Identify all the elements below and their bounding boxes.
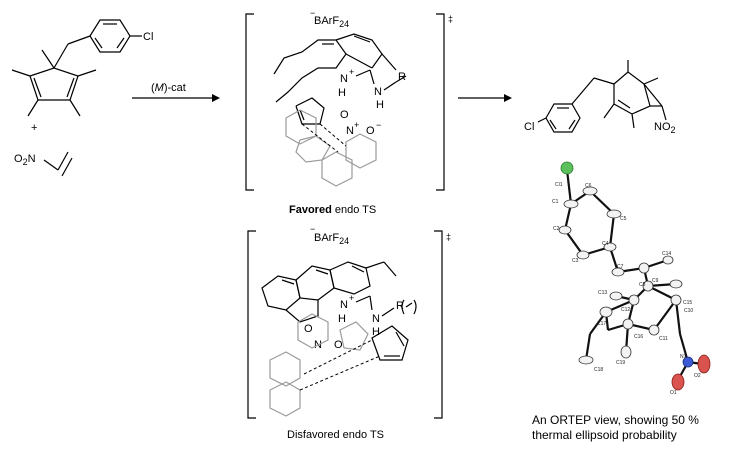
ortep-label-c15: C15 [683,300,692,306]
ortep-label-c5: C5 [620,216,627,222]
ortep-label-c8: C8 [639,282,646,288]
ortep-label-c9: C9 [652,278,659,284]
favored-plus2: + [354,120,359,130]
favored-o1: O [340,109,349,121]
ortep-label-c12: C12 [621,307,630,313]
ortep-label-c7: C7 [617,264,624,270]
favored-dagger: ‡ [448,14,453,24]
disfavored-counterion-charge: − [310,224,315,234]
ortep-label-c16: C16 [634,334,643,340]
atom-c1 [563,199,579,209]
atom-c10 [670,294,682,306]
atom-c13 [609,291,623,301]
reactant-cl-label: Cl [143,31,153,43]
ortep-structure: Cl1 C1 C6 C5 C2 C3 C4 C7 C14 C8 C13 C9 C… [532,161,711,442]
ortep-label-c6: C6 [585,183,592,189]
steric-clash-mark [401,299,417,315]
favored-counterion: BArF24 [314,15,349,29]
atom-o2 [697,354,711,374]
favored-counterion-charge: − [310,8,315,18]
ortep-label-c18: C18 [594,367,603,373]
product-no2-label: NO2 [654,121,676,135]
ortep-label-c11: C11 [659,336,668,342]
disfavored-nh-plus-h: H [338,313,346,325]
plus-sign: + [31,122,37,134]
catalyst-label: (M)-cat [151,82,186,94]
disfavored-nh-r-n: N [372,313,380,325]
atom-o1 [671,373,685,391]
ortep-label-o1: O1 [670,390,677,396]
favored-ts: ‡ − BArF24 N + H N H R O N + O − [245,8,453,216]
atom-c9 [642,280,654,292]
ortep-label-cl1: Cl1 [555,182,563,188]
favored-nh-r-n: N [374,86,382,98]
ortep-label-c13: C13 [598,290,607,296]
ortep-label-c2: C2 [553,226,560,232]
favored-o2: O [366,125,375,137]
ortep-caption-line1: An ORTEP view, showing 50 % [532,413,699,427]
reaction-arrow-1: (M)-cat [132,82,220,102]
favored-minus: − [376,120,381,130]
atom-c6 [582,186,598,196]
reactant-diene: Cl [11,19,153,117]
atom-c12 [628,294,640,306]
ortep-label-c4: C4 [602,241,609,247]
favored-nh-plus-h: H [338,87,346,99]
atom-c18 [578,355,594,365]
favored-n: N [346,125,354,137]
atom-c11 [648,324,660,336]
atom-c14 [662,255,674,265]
disfavored-counterion: BArF24 [314,232,349,246]
ortep-label-c1: C1 [552,199,559,205]
ortep-label-o2: O2 [694,373,701,379]
disfavored-r-label: R [396,300,404,312]
ortep-label-c17: C17 [597,321,606,327]
disfavored-dagger: ‡ [446,232,451,242]
reactant-nitroethylene: O2N [14,151,73,177]
disfavored-o1: O [304,323,313,335]
atom-c2 [558,225,572,235]
disfavored-nh-plus-n: N [340,299,348,311]
favored-r-label: R [398,71,406,83]
ortep-label-n1: N1 [680,354,687,360]
ortep-label-c10: C10 [684,308,693,314]
atom-c15 [669,279,683,289]
atom-c19 [620,345,632,359]
disfavored-ts: ‡ − BArF24 N + H N H R O N O [247,224,451,441]
atom-c4 [603,242,617,252]
favored-caption: Favored endo TS [289,204,376,216]
nitro-o-label: O2N [14,153,36,167]
atom-c3 [576,250,590,260]
disfavored-nh-r-h: H [372,326,380,338]
atom-c8 [638,262,650,274]
favored-nh-plus-n: N [340,73,348,85]
atom-c5 [606,209,622,219]
product-cl-label: Cl [524,121,534,133]
ortep-label-c19: C19 [616,360,625,366]
disfavored-caption: Disfavored endo TS [287,429,384,441]
product-norbornene: Cl NO2 [524,60,676,135]
reaction-arrow-2 [458,94,512,102]
atom-c7 [611,267,625,277]
atom-c16 [622,318,634,330]
favored-plus: + [349,67,354,77]
favored-nh-r-h: H [376,99,384,111]
disfavored-o2: O [334,339,343,351]
ortep-caption-line2: thermal ellipsoid probability [532,428,677,442]
atom-n1 [682,356,694,368]
atom-c17 [599,306,613,318]
atom-cl1 [560,161,574,175]
ortep-label-c3: C3 [572,258,579,264]
disfavored-plus: + [349,293,354,303]
ortep-label-c14: C14 [662,251,671,257]
